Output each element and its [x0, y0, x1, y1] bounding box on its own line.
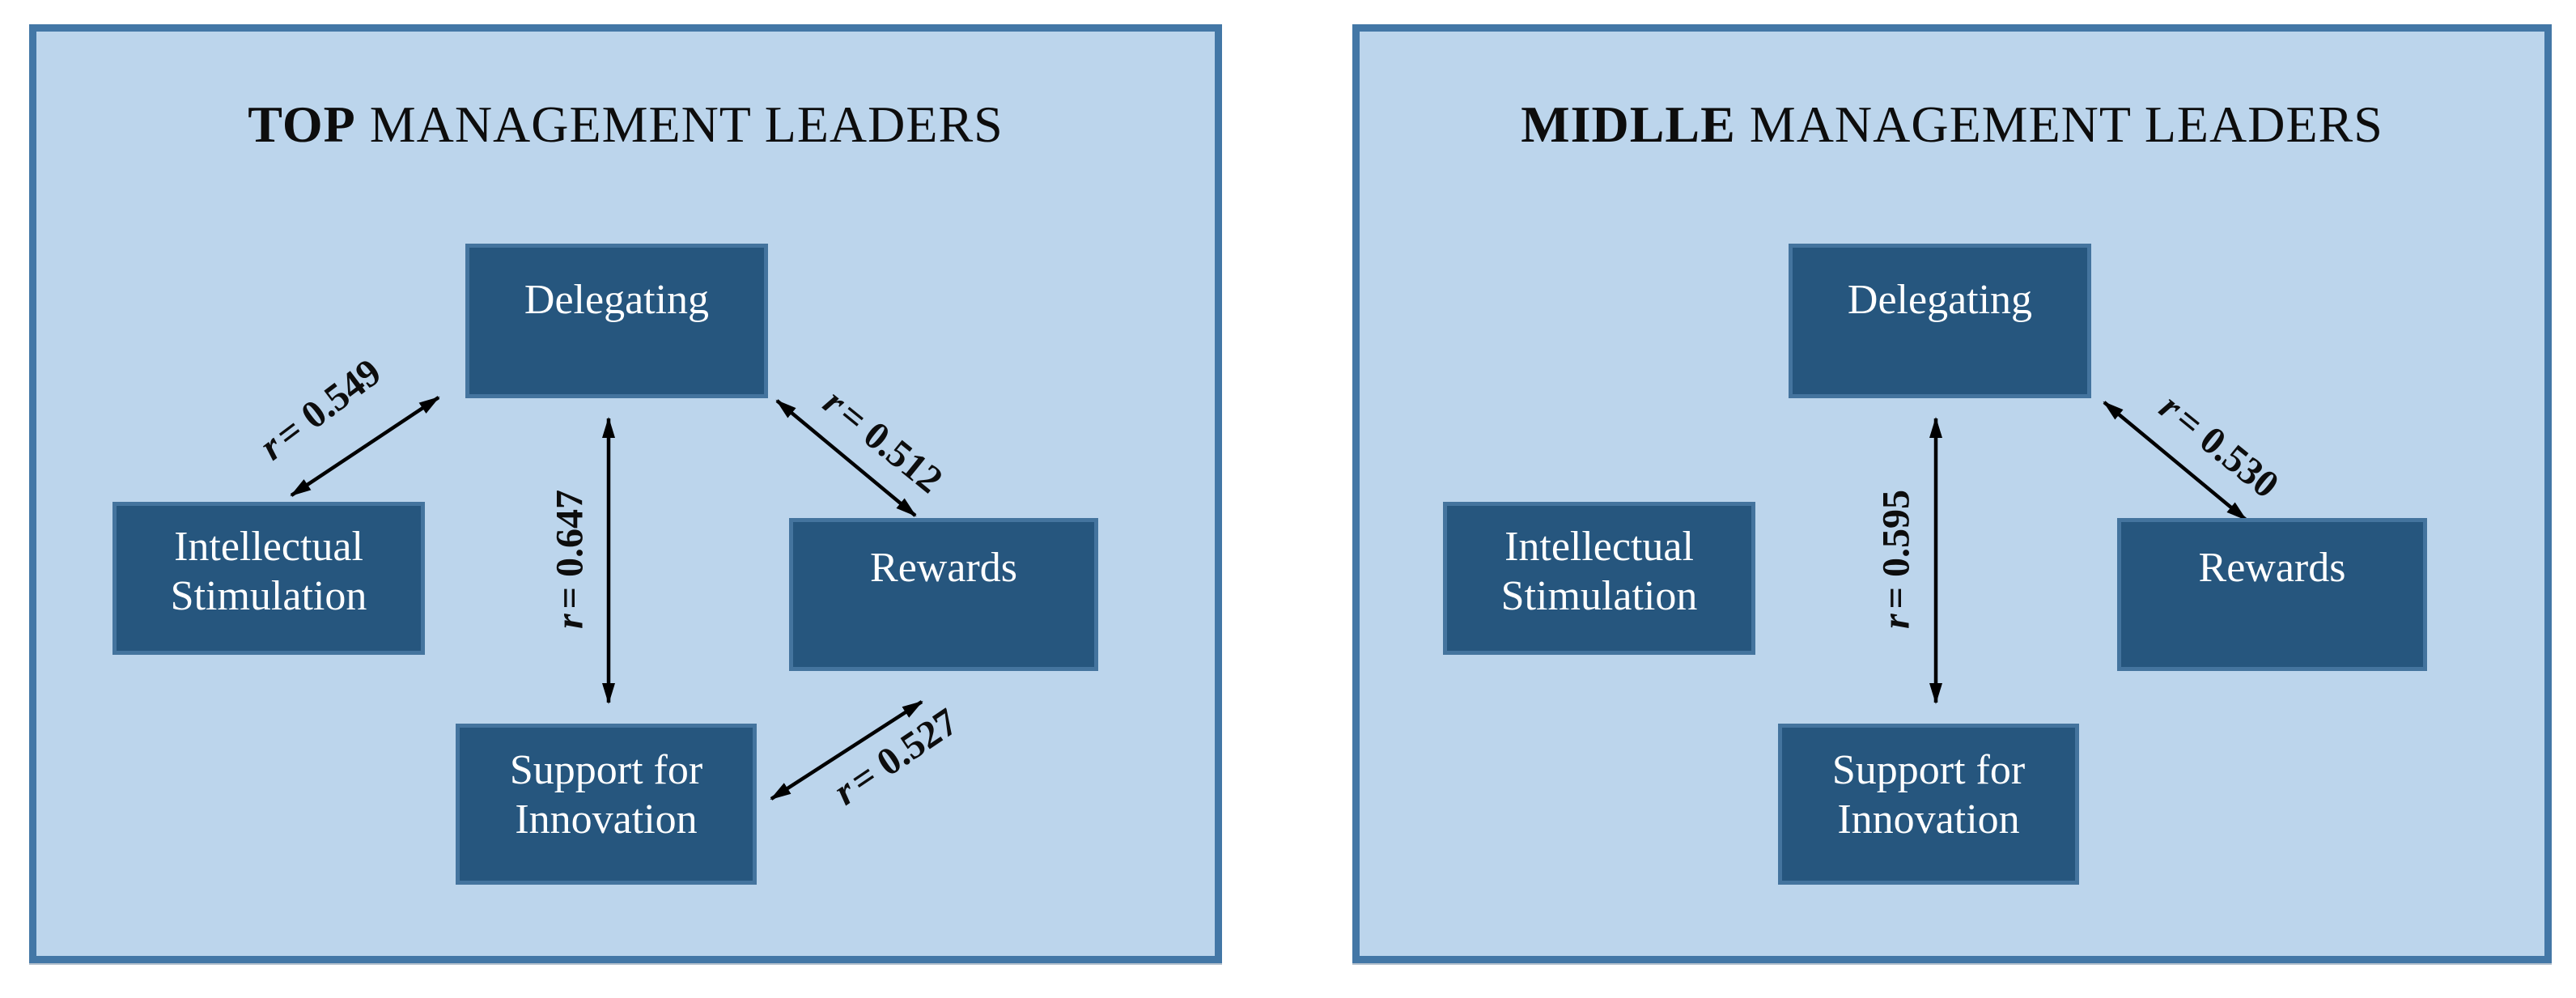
r-value: = 0.512	[830, 393, 951, 502]
correlation-label-intellectual-delegating: r= 0.549	[252, 350, 390, 469]
box-intellectual-stimulation-label: Intellectual Stimulation	[1500, 524, 1698, 620]
box-intellectual-stimulation: Intellectual Stimulation	[112, 502, 425, 655]
box-rewards: Rewards	[789, 518, 1098, 671]
box-rewards: Rewards	[2117, 518, 2427, 671]
correlation-label-rewards-support: r= 0.527	[825, 699, 965, 814]
box-delegating: Delegating	[1789, 244, 2091, 398]
box-rewards-label: Rewards	[870, 545, 1017, 591]
panel-title-rest: MANAGEMENT LEADERS	[1735, 96, 2383, 153]
box-support-innovation: Support for Innovation	[1778, 724, 2079, 885]
panel-title-middle-management: MIDLLE MANAGEMENT LEADERS	[1360, 95, 2544, 155]
r-value: = 0.530	[2166, 397, 2287, 507]
r-value: = 0.647	[548, 489, 592, 609]
box-delegating: Delegating	[465, 244, 768, 398]
correlation-label-delegating-rewards: r= 0.530	[2151, 384, 2287, 507]
correlation-label-delegating-rewards: r= 0.512	[815, 380, 951, 502]
panel-title-top-management: TOP MANAGEMENT LEADERS	[36, 95, 1215, 155]
panel-title-bold: TOP	[248, 96, 356, 153]
box-rewards-label: Rewards	[2198, 545, 2346, 591]
r-symbol: r	[1874, 614, 1918, 630]
r-value: = 0.549	[268, 350, 389, 457]
box-delegating-label: Delegating	[524, 277, 710, 323]
panel-title-rest: MANAGEMENT LEADERS	[355, 96, 1004, 153]
panel-top-management: TOP MANAGEMENT LEADERS Delegating	[29, 24, 1222, 963]
correlation-label-delegating-support: r = 0.647	[548, 490, 592, 629]
box-support-innovation-label: Support for Innovation	[1831, 747, 2026, 843]
r-value: = 0.595	[1874, 489, 1918, 609]
box-intellectual-stimulation-label: Intellectual Stimulation	[170, 524, 367, 620]
panel-title-bold: MIDLLE	[1521, 96, 1736, 153]
r-symbol: r	[548, 614, 592, 630]
box-delegating-label: Delegating	[1847, 277, 2033, 323]
panel-middle-management: MIDLLE MANAGEMENT LEADERS Delegating Int…	[1352, 24, 2552, 963]
box-support-innovation-label: Support for Innovation	[509, 747, 703, 843]
correlation-label-delegating-support: r = 0.595	[1874, 490, 1919, 629]
box-intellectual-stimulation: Intellectual Stimulation	[1443, 502, 1755, 655]
box-support-innovation: Support for Innovation	[456, 724, 757, 885]
r-value: = 0.527	[842, 699, 966, 803]
